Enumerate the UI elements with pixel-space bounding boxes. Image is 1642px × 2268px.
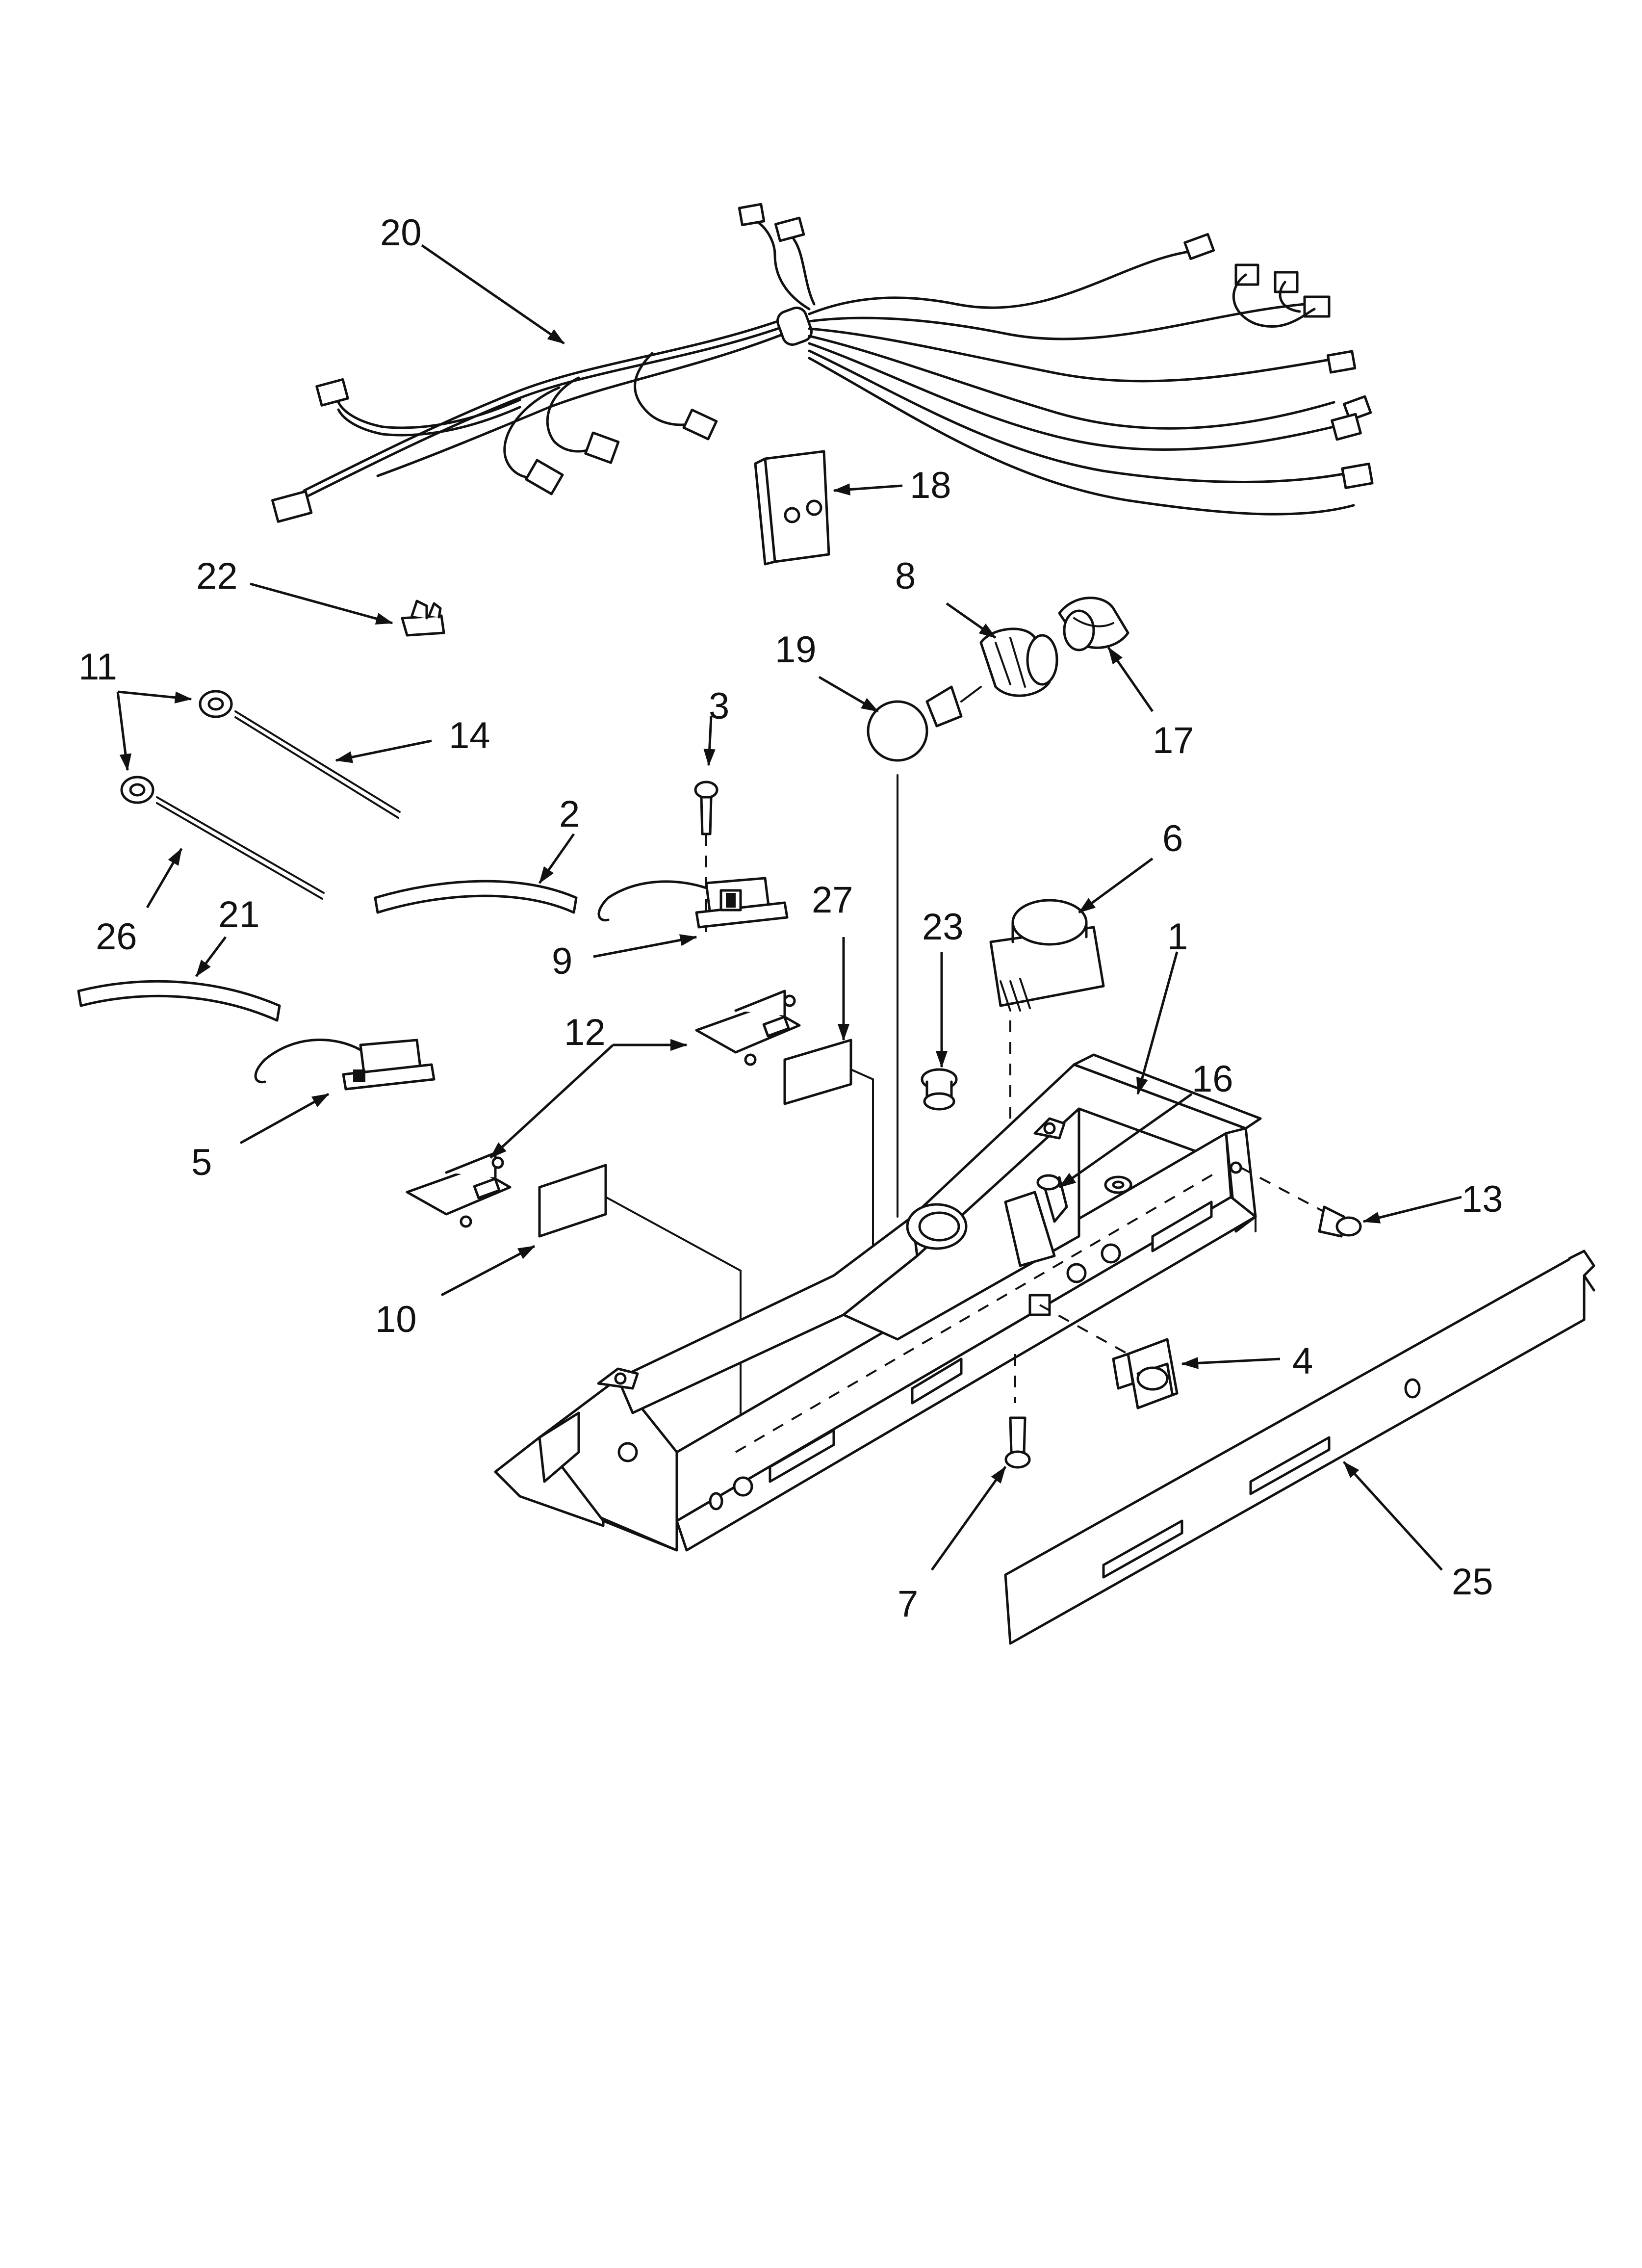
- callout-26: 26: [96, 916, 137, 958]
- label-27: [783, 1039, 874, 1326]
- callout-10: 10: [375, 1299, 417, 1340]
- callout-8: 8: [895, 555, 916, 597]
- callout-4: 4: [1292, 1340, 1313, 1382]
- callout-18: 18: [910, 465, 951, 506]
- callout-5: 5: [191, 1142, 212, 1183]
- callout-1: 1: [1167, 916, 1188, 958]
- grommet: [120, 690, 233, 804]
- light-bulb: [867, 685, 982, 762]
- label-10: [538, 1164, 742, 1468]
- callout-19: 19: [775, 629, 817, 671]
- sensing-tube-2: [374, 880, 578, 914]
- callout-13: 13: [1462, 1178, 1503, 1220]
- callout-21: 21: [218, 894, 260, 936]
- callout-20: 20: [380, 212, 422, 254]
- callout-14: 14: [449, 715, 490, 756]
- cover-plate: [754, 450, 830, 566]
- callout-17: 17: [1153, 720, 1194, 761]
- screw-13: [1240, 1167, 1362, 1238]
- callout-11: 11: [78, 646, 117, 688]
- trim-strip: [1004, 1250, 1595, 1645]
- control-housing: [494, 1053, 1262, 1552]
- callout-12: 12: [564, 1012, 606, 1053]
- callout-6: 6: [1162, 818, 1183, 860]
- bracket-12-upper: [695, 990, 801, 1066]
- control-switch-5: [254, 1039, 436, 1091]
- callout-7: 7: [898, 1583, 918, 1625]
- callout-23: 23: [922, 906, 964, 948]
- light-switch: [1039, 1304, 1179, 1409]
- wire-harness: [271, 203, 1374, 523]
- callout-9: 9: [552, 940, 572, 982]
- control-switch-9: [597, 877, 789, 929]
- defrost-timer: [989, 899, 1105, 1192]
- bracket-12-lower: [406, 1151, 512, 1228]
- socket-clip: [1058, 597, 1129, 652]
- screw-7: [1004, 1354, 1031, 1469]
- sensing-tube-21: [77, 980, 281, 1022]
- plug: [921, 1068, 958, 1111]
- leaders: [116, 244, 1462, 1571]
- callout-2: 2: [559, 793, 580, 835]
- callout-16: 16: [1192, 1058, 1233, 1100]
- callout-25: 25: [1452, 1561, 1493, 1603]
- light-socket: [979, 627, 1058, 697]
- callout-labels: 20 18 22 8 19 17 11 14 3 2 6 26 21 9 27 …: [78, 212, 1503, 1625]
- wire-clip: [401, 600, 445, 637]
- callout-27: 27: [812, 879, 853, 921]
- capillary-tube-14: [234, 710, 401, 819]
- screw-16: [1004, 1174, 1068, 1267]
- callout-3: 3: [709, 685, 729, 727]
- callout-22: 22: [196, 555, 238, 597]
- capillary-tube-26: [156, 796, 325, 900]
